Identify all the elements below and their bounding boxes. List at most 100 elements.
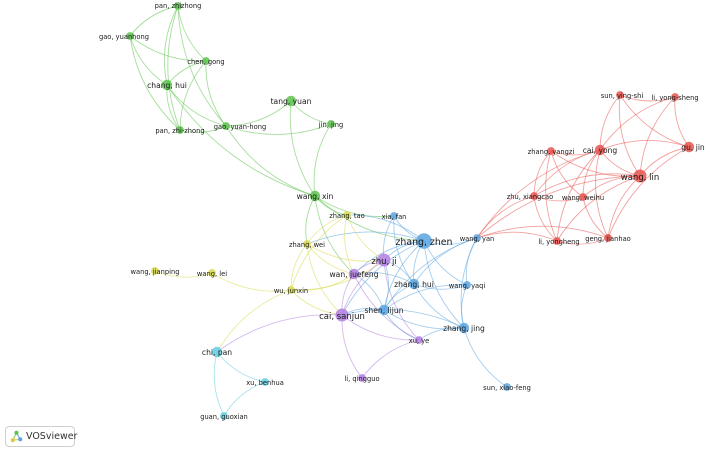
node-label-xia_fan[interactable]: xia, fan: [382, 213, 407, 221]
node-guan_guoxian[interactable]: [220, 412, 228, 420]
link-gao_yuanhong-chen_gong: [129, 35, 207, 62]
node-label-wang_jianping[interactable]: wang, jianping: [131, 268, 180, 276]
node-label-pan_zhizhong[interactable]: pan, zhizhong: [155, 2, 202, 10]
node-xu_ye[interactable]: [415, 336, 423, 344]
node-label-zhu_xiangcao[interactable]: zhu, xiangcao: [507, 193, 554, 201]
node-label-pan_zhi_zhong[interactable]: pan, zhi-zhong: [155, 127, 204, 135]
node-label-guan_guoxian[interactable]: guan, guoxian: [200, 413, 248, 421]
node-label-zhang_wei[interactable]: zhang, wei: [289, 241, 325, 249]
node-label-gao_yuan_hong[interactable]: gao, yuan-hong: [214, 123, 266, 131]
node-wan_juefeng[interactable]: [348, 268, 360, 280]
link-cai_sanjun-xu_ye: [341, 314, 420, 341]
node-zhang_wei[interactable]: [303, 240, 311, 248]
node-wu_junxin[interactable]: [287, 286, 295, 294]
link-cai_yong-li_yongheng: [556, 149, 601, 242]
node-gao_yuanhong[interactable]: [126, 32, 134, 40]
node-pan_zhizhong[interactable]: [174, 2, 182, 10]
node-label-jin_jing[interactable]: jin, jing: [318, 121, 343, 129]
link-tang_yuan-wang_xin: [289, 100, 316, 197]
node-zhang_zhen[interactable]: [416, 233, 432, 249]
node-shen_lijun[interactable]: [378, 304, 390, 316]
node-geng_jianhao[interactable]: [604, 234, 612, 242]
node-label-wang_weihu[interactable]: wang, weihu: [562, 194, 604, 202]
node-chen_gong[interactable]: [202, 57, 210, 65]
node-label-sun_xiao_feng[interactable]: sun, xiao-feng: [483, 384, 531, 392]
link-zhang_tao-wan_juefeng: [344, 214, 355, 275]
node-label-xu_ye[interactable]: xu, ye: [409, 337, 430, 345]
node-label-gu_jin[interactable]: gu, jin: [681, 143, 705, 152]
node-li_yongheng[interactable]: [553, 237, 561, 245]
node-label-wu_junxin[interactable]: wu, junxin: [274, 287, 308, 295]
node-label-zhang_yangzi[interactable]: zhang, yangzi: [528, 148, 575, 156]
node-label-shen_lijun[interactable]: shen, lijun: [364, 306, 403, 315]
node-li_qingguo[interactable]: [358, 374, 366, 382]
node-label-wang_yan[interactable]: wang, yan: [460, 235, 495, 243]
node-zhang_tao[interactable]: [343, 211, 351, 219]
node-cai_sanjun[interactable]: [335, 308, 349, 322]
vosviewer-logo-badge[interactable]: VOSviewer: [5, 426, 78, 447]
node-label-li_qingguo[interactable]: li, qingguo: [344, 375, 379, 383]
node-jin_jing[interactable]: [327, 120, 335, 128]
node-label-zhang_zhen[interactable]: zhang, zhen: [395, 237, 452, 248]
node-label-wang_lei[interactable]: wang, lei: [197, 270, 227, 278]
node-wang_lei[interactable]: [208, 269, 216, 277]
node-pan_zhi_zhong[interactable]: [176, 126, 184, 134]
link-li_yong_sheng-wang_lin: [639, 96, 676, 177]
node-wang_yaqi[interactable]: [463, 281, 471, 289]
node-li_yong_sheng[interactable]: [671, 93, 679, 101]
node-chi_pan[interactable]: [211, 346, 223, 358]
node-tang_yuan[interactable]: [285, 95, 297, 107]
node-label-chen_gong[interactable]: chen, gong: [187, 58, 224, 66]
node-sun_ying_shi[interactable]: [616, 91, 624, 99]
node-wang_lin[interactable]: [633, 169, 647, 183]
link-gu_jin-geng_jianhao: [607, 146, 690, 239]
node-label-gao_yuanhong[interactable]: gao, yuanhong: [99, 33, 149, 41]
node-chang_hui[interactable]: [161, 79, 173, 91]
link-chang_hui-wang_xin: [166, 84, 316, 197]
link-zhang_tao-zhang_wei: [306, 214, 348, 245]
node-label-wan_juefeng[interactable]: wan, juefeng: [329, 270, 378, 279]
node-label-li_yongheng[interactable]: li, yongheng: [538, 238, 579, 246]
node-label-chi_pan[interactable]: chi, pan: [202, 348, 232, 357]
node-label-li_yong_sheng[interactable]: li, yong-sheng: [651, 94, 698, 102]
node-label-geng_jianhao[interactable]: geng, jianhao: [585, 235, 631, 243]
node-cai_yong[interactable]: [594, 144, 606, 156]
node-label-wang_lin[interactable]: wang, lin: [621, 173, 659, 183]
node-sun_xiao_feng[interactable]: [503, 383, 511, 391]
node-xu_benhua[interactable]: [261, 378, 269, 386]
node-gao_yuan_hong[interactable]: [222, 122, 230, 130]
node-label-xu_benhua[interactable]: xu, benhua: [246, 379, 284, 387]
link-gu_jin-cai_yong: [599, 140, 690, 151]
node-zhu_ji[interactable]: [377, 253, 391, 267]
node-zhang_yangzi[interactable]: [547, 147, 555, 155]
node-wang_yan[interactable]: [473, 234, 481, 242]
link-wang_jianping-wang_lei: [154, 270, 213, 278]
node-wang_jianping[interactable]: [151, 267, 159, 275]
node-label-zhang_hui[interactable]: zhang, hui: [394, 280, 434, 289]
node-label-zhu_ji[interactable]: zhu, ji: [371, 257, 396, 267]
node-wang_xin[interactable]: [309, 190, 321, 202]
node-label-wang_yaqi[interactable]: wang, yaqi: [449, 282, 486, 290]
link-zhang_yangzi-wang_weihu: [550, 150, 584, 198]
node-label-zhang_jing[interactable]: zhang, jing: [443, 324, 485, 333]
node-wang_weihu[interactable]: [579, 193, 587, 201]
node-zhang_hui[interactable]: [408, 278, 420, 290]
node-label-tang_yuan[interactable]: tang, yuan: [271, 97, 312, 106]
link-pan_zhizhong-chen_gong: [177, 5, 207, 62]
vosviewer-logo-text: VOSviewer: [26, 431, 78, 442]
node-gu_jin[interactable]: [683, 141, 695, 153]
node-label-wang_xin[interactable]: wang, xin: [297, 192, 334, 201]
node-zhang_jing[interactable]: [458, 322, 470, 334]
node-zhu_xiangcao[interactable]: [530, 192, 538, 200]
node-label-zhang_tao[interactable]: zhang, tao: [329, 212, 364, 220]
node-label-cai_yong[interactable]: cai, yong: [583, 146, 618, 155]
node-label-chang_hui[interactable]: chang, hui: [147, 81, 187, 90]
node-label-sun_ying_shi[interactable]: sun, ying-shi: [601, 92, 644, 100]
node-xia_fan[interactable]: [390, 212, 398, 220]
node-label-cai_sanjun[interactable]: cai, sanjun: [319, 312, 365, 322]
nodes-layer: [126, 2, 695, 420]
link-sun_ying_shi-cai_yong: [599, 94, 621, 151]
link-zhang_zhen-zhang_wei: [306, 231, 425, 245]
